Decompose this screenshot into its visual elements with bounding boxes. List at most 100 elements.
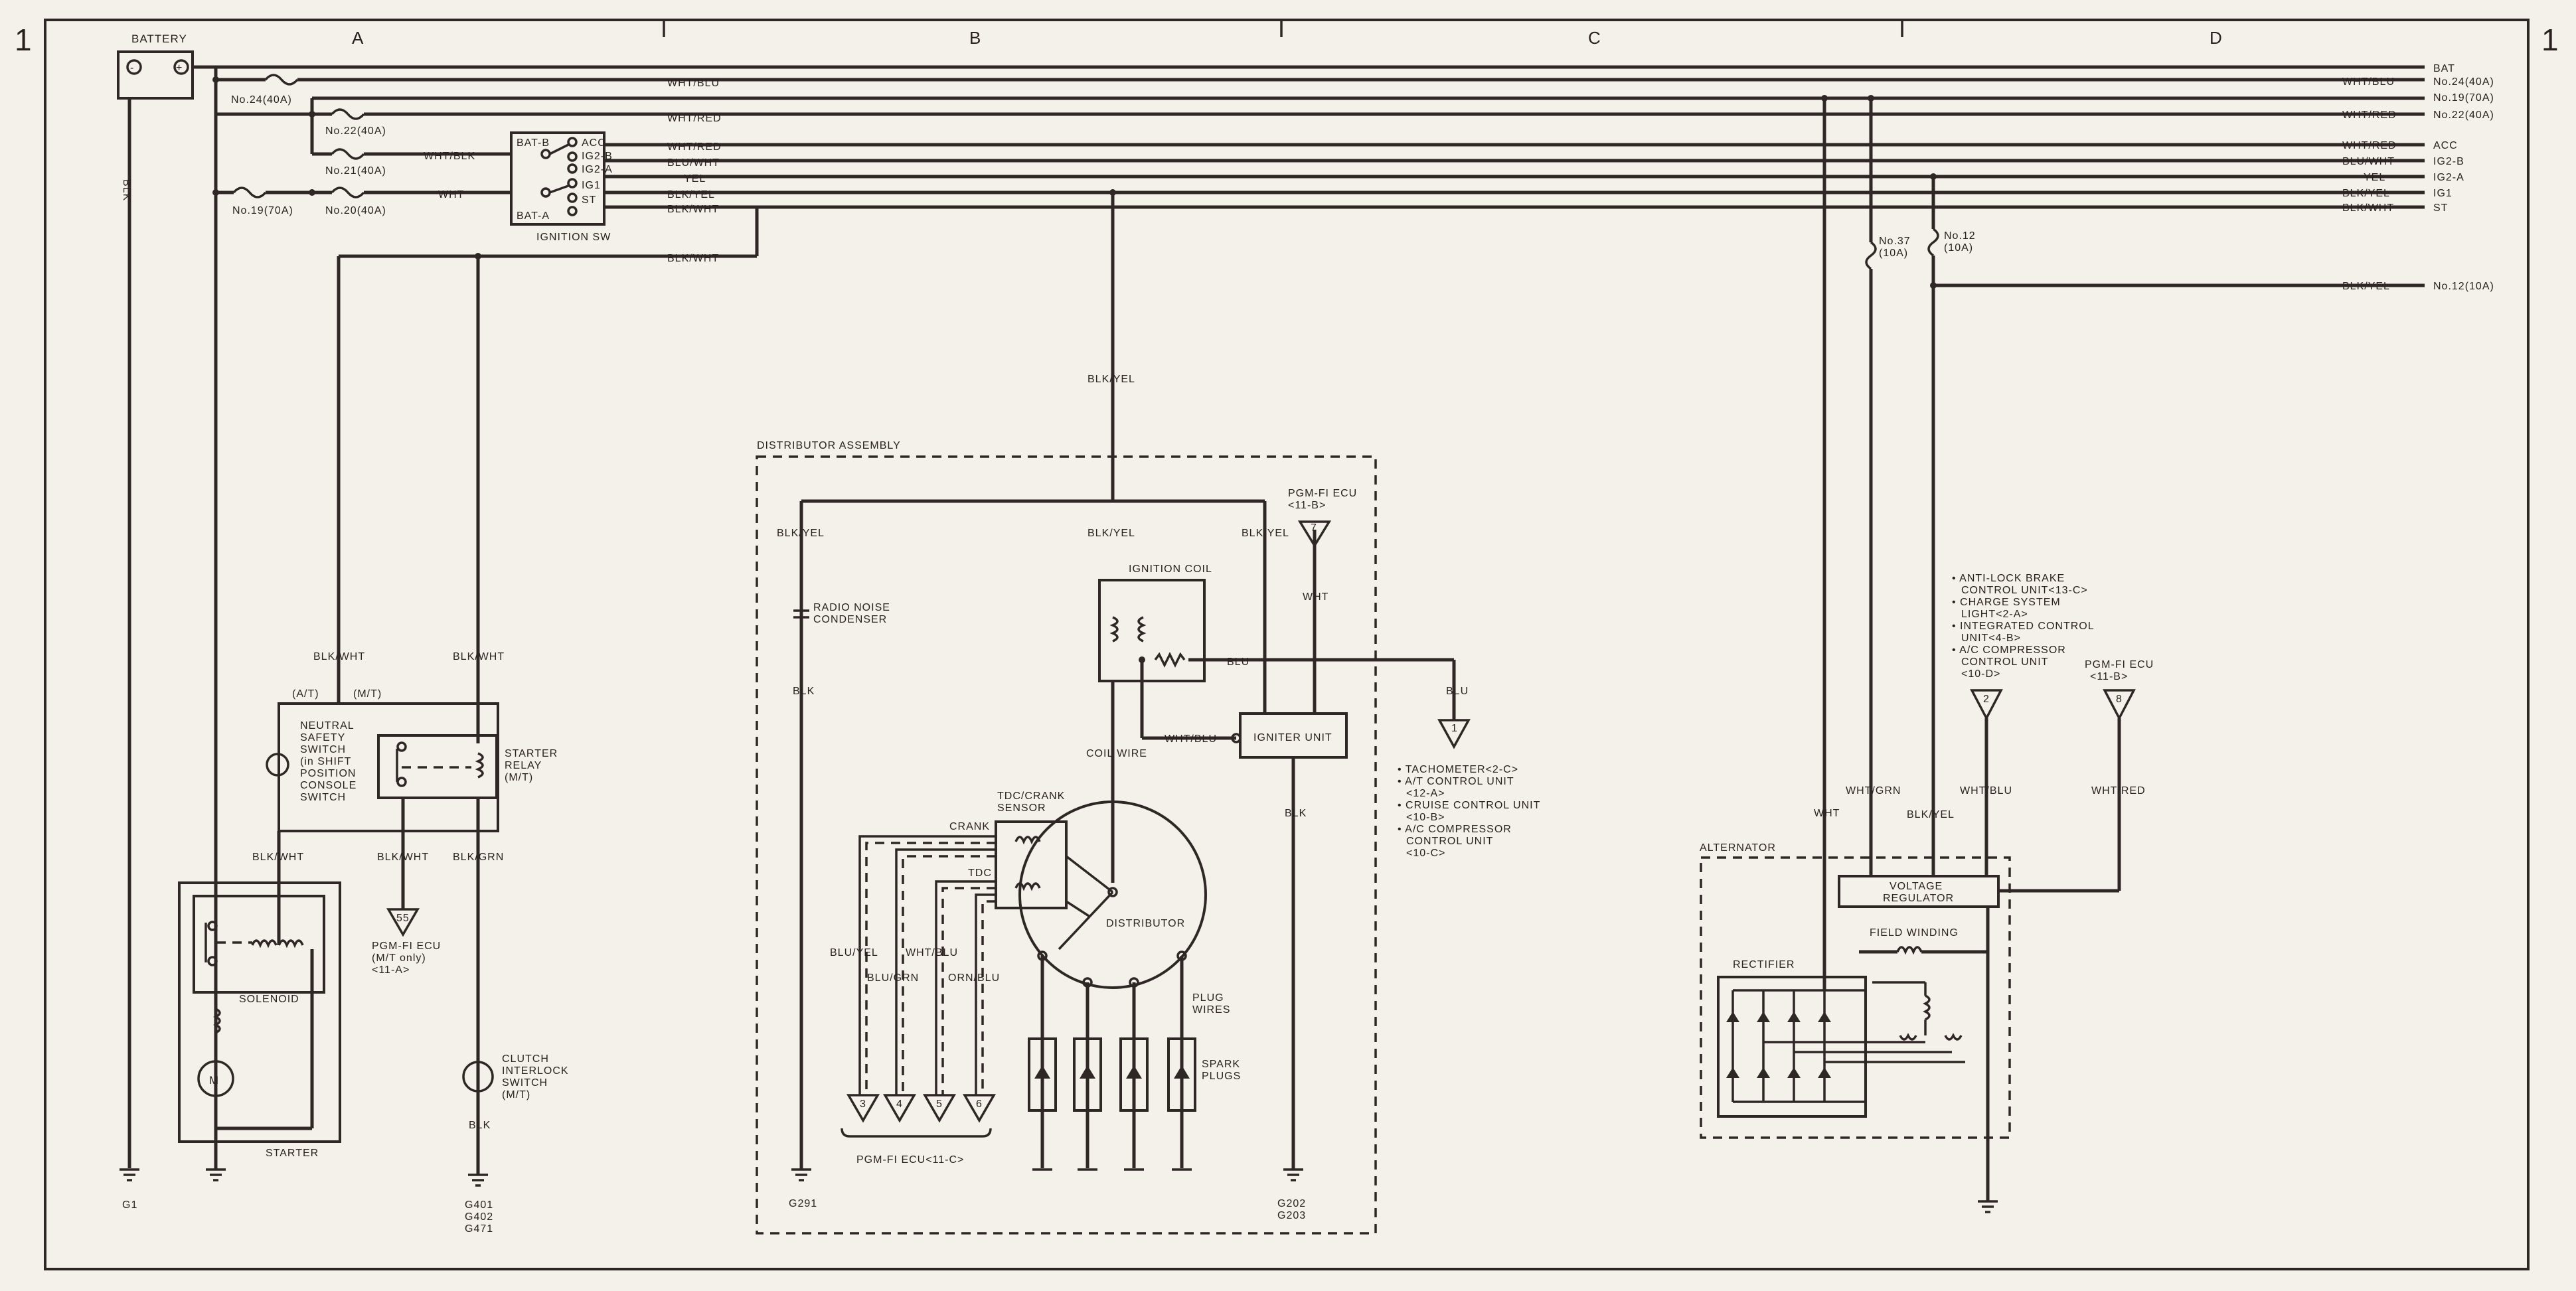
solenoid-box [193, 895, 325, 994]
pgm-ecu-7-pin: 7 [1311, 522, 1317, 534]
wire-label-wht-grn: WHT/GRN [1846, 785, 1901, 797]
solenoid-label: SOLENOID [239, 994, 299, 1005]
term-st-wire: BLK/WHT [2342, 202, 2394, 214]
pgm-ecu-alt-label: PGM-FI ECU<11-B> [2085, 659, 2154, 682]
wire-label-igniter-in: WHT/BLU [1165, 733, 1217, 745]
ground-symbol [120, 1168, 139, 1181]
term-ig2b: IG2-B [2433, 156, 2464, 167]
pgm-ecu-7-connector [1297, 520, 1332, 548]
neutral-safety-switch-icon [266, 753, 289, 777]
zone-d: D [2210, 28, 2222, 48]
row-number-right: 1 [2541, 23, 2559, 57]
right-terminal-list: BAT WHT/BLU No.24(40A) No.19(70A) WHT/RE… [2342, 63, 2494, 292]
mt-label: (M/T) [353, 688, 382, 700]
starter-motor-symbol: M [209, 1074, 219, 1087]
distributor-assembly-label: DISTRIBUTOR ASSEMBLY [757, 440, 901, 451]
starter-label: STARTER [266, 1148, 319, 1159]
term-st: ST [2433, 202, 2448, 214]
ground-symbol [1283, 1168, 1303, 1181]
fuse-12: No.12(10A) [1944, 230, 1976, 254]
term-no22-wire: WHT/RED [2342, 110, 2397, 121]
ecu-connector-group: 3 4 5 6 [846, 1094, 997, 1123]
fuse-24: No.24(40A) [231, 94, 292, 106]
ecu-pin-3: 3 [860, 1099, 866, 1110]
wire-label-ecu7: WHT [1303, 591, 1328, 603]
wire-label-ig1-drop: BLK/YEL [1087, 374, 1135, 385]
term-acc-wire: WHT/RED [2342, 140, 2397, 151]
wire-label-relay-in: BLK/WHT [453, 651, 505, 662]
wire-label-blk-yel-alt: BLK/YEL [1907, 809, 1955, 820]
wire-label-wht-blu-tdc: WHT/BLU [906, 947, 958, 958]
tach-connector [1437, 719, 1471, 749]
ign-term-bat-a: BAT-A [517, 210, 550, 222]
alternator-box [1700, 856, 2011, 1139]
fuse-19: No.19(70A) [232, 205, 293, 216]
distributor-label: DISTRIBUTOR [1106, 918, 1185, 929]
term-no24-wire: WHT/BLU [2342, 76, 2395, 88]
alternator-label: ALTERNATOR [1700, 842, 1776, 854]
wire-label-wht: WHT [438, 189, 464, 200]
term-no12: No.12(10A) [2433, 281, 2494, 292]
wire-label-clutch-out: BLK [469, 1120, 491, 1131]
ign-term-st: ST [582, 194, 596, 206]
field-winding-label: FIELD WINDING [1870, 927, 1959, 939]
tdc-crank-sensor [995, 820, 1068, 909]
term-acc: ACC [2433, 140, 2458, 151]
zone-b: B [969, 28, 981, 48]
wire-label-blu-yel: BLU/YEL [830, 947, 878, 958]
wire-label-wht-blu-alt: WHT/BLU [1960, 785, 2012, 797]
wire-label-ns-out: BLK/WHT [252, 852, 304, 863]
rectifier [1717, 976, 1867, 1118]
wire-label-ig2a-out: YEL [684, 173, 706, 185]
term-no24: No.24(40A) [2433, 76, 2494, 88]
wire-label-blu-coil: BLU [1227, 656, 1249, 668]
ecu-pin-6: 6 [976, 1099, 983, 1110]
battery-positive-terminal [173, 59, 189, 75]
fuse-21: No.21(40A) [325, 165, 386, 177]
voltage-regulator [1838, 875, 2000, 908]
starter-relay [377, 734, 498, 799]
ground-symbol [791, 1168, 811, 1181]
ground-g1: G1 [122, 1199, 137, 1211]
wire-label-alt-wht: WHT [1814, 808, 1840, 819]
pgm-ecu-55-note: PGM-FI ECU(M/T only)<11-A> [372, 941, 441, 976]
stator-winding [1872, 981, 1963, 1041]
wire-label-st-drop: BLK/WHT [667, 253, 719, 264]
wire-label-clutch-in: BLK/GRN [453, 852, 504, 863]
ground-g291: G291 [789, 1198, 817, 1209]
pgm-ecu-8-pin: 8 [2116, 694, 2123, 705]
ground-symbol [468, 1174, 488, 1187]
wire-label-wht-red-main: WHT/RED [667, 113, 722, 124]
wire-label-wht-red-alt: WHT/RED [2091, 785, 2146, 797]
term-ig1-wire: BLK/YEL [2342, 188, 2390, 199]
battery [117, 50, 194, 100]
row-number-left: 1 [15, 23, 32, 57]
charge-light-connector [1970, 689, 2003, 721]
wire-label-ns-in: BLK/WHT [313, 651, 365, 662]
term-no22: No.22(40A) [2433, 110, 2494, 121]
wire-label-wht-blu-main: WHT/BLU [667, 78, 720, 89]
battery-minus: - [130, 62, 134, 74]
fuse-22: No.22(40A) [325, 125, 386, 137]
ignition-coil-label: IGNITION COIL [1129, 564, 1212, 575]
wire-label-st-out: BLK/WHT [667, 204, 719, 215]
ecu-bottom-label: PGM-FI ECU<11-C> [856, 1154, 964, 1166]
ecu-pin-4: 4 [896, 1099, 903, 1110]
term-ig2a: IG2-A [2433, 172, 2464, 183]
tdc-label: TDC [968, 868, 992, 879]
wire-label-blu-tach: BLU [1446, 686, 1469, 697]
wire-label-acc-out: WHT/RED [667, 141, 722, 153]
distributor-assembly-box [756, 455, 1377, 1235]
zone-a: A [352, 28, 364, 48]
clutch-interlock-switch-icon [462, 1061, 494, 1093]
term-bat: BAT [2433, 63, 2455, 74]
ignition-switch [510, 131, 605, 226]
